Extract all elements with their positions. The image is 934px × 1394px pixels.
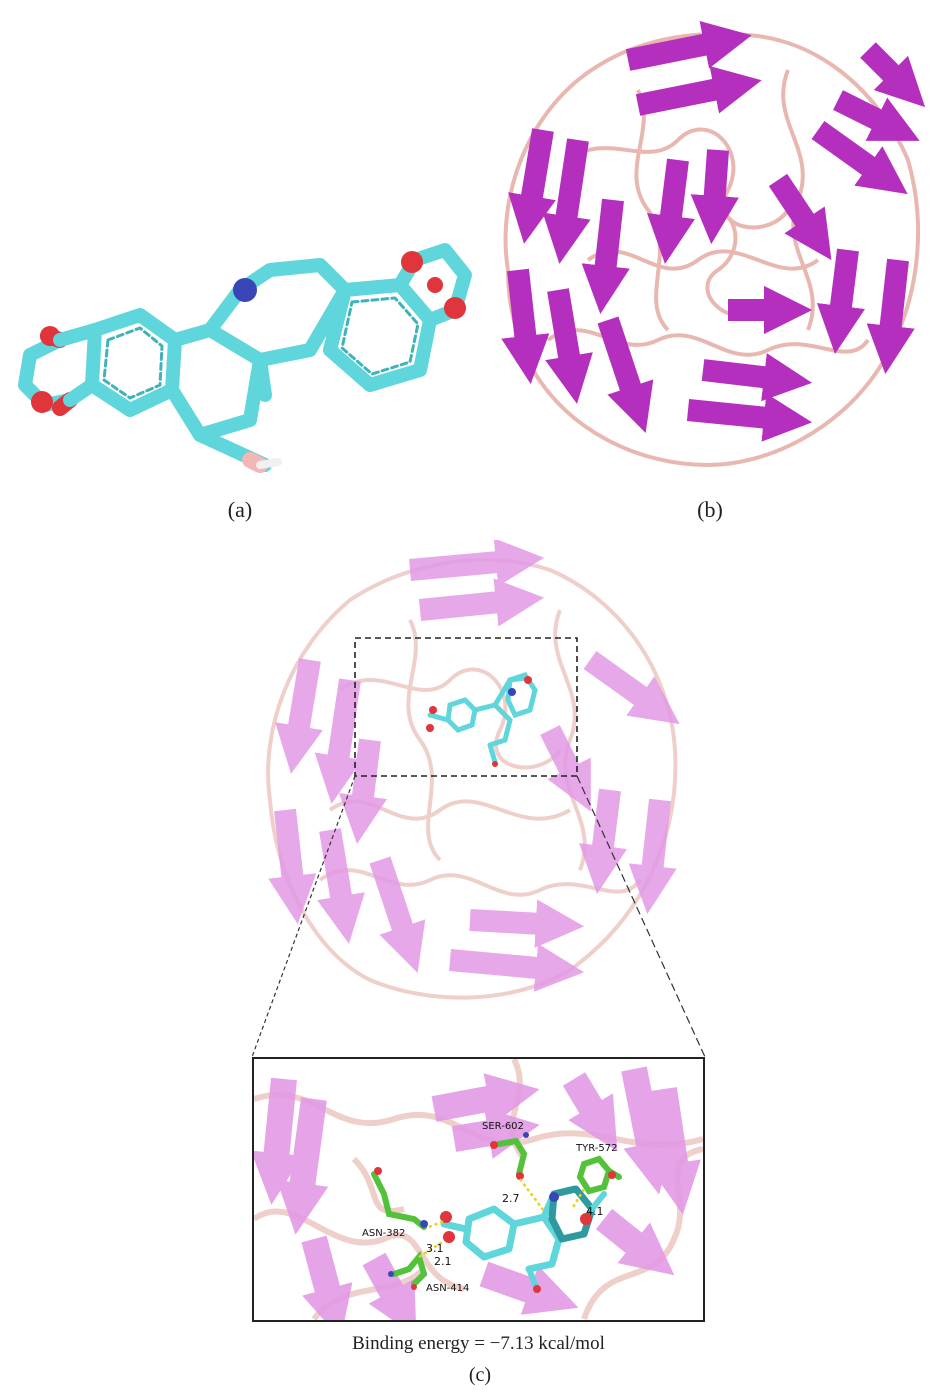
panel-b-protein (488, 10, 934, 480)
ligand-structure (18, 243, 472, 473)
residue-ser-602 (496, 1137, 528, 1177)
residue-asn-382 (371, 1171, 427, 1230)
docking-overview (266, 538, 680, 1000)
hydrogen-bonds (418, 1178, 586, 1259)
panel-c-binding-site: SER-602 TYR-572 ASN-382 ASN-414 2.7 4.1 … (252, 1057, 705, 1322)
label-tyr-572: TYR-572 (575, 1143, 617, 1154)
caption-a: (a) (227, 497, 253, 522)
distance-asn-414: 2.1 (434, 1255, 452, 1268)
distance-ser-602: 2.7 (502, 1192, 520, 1205)
nitrogen-atom (233, 278, 257, 302)
distance-asn-382: 3.1 (426, 1242, 444, 1255)
label-asn-382: ASN-382 (362, 1228, 405, 1239)
beta-sheets (501, 21, 926, 442)
left-dioxole-ring (18, 333, 77, 412)
panel-c-docking-overview (250, 538, 690, 1020)
label-asn-414: ASN-414 (426, 1283, 469, 1294)
docked-ligand (427, 672, 538, 765)
protein-cartoon (501, 21, 926, 468)
binding-energy-text: Binding energy = −7.13 kcal/mol (352, 1333, 605, 1354)
label-ser-602: SER-602 (482, 1121, 524, 1132)
zoom-region-box (354, 637, 578, 777)
binding-site-detail: SER-602 TYR-572 ASN-382 ASN-414 2.7 4.1 … (254, 1059, 703, 1320)
loop-coils (503, 31, 920, 468)
zoom-beta-sheets (254, 1066, 701, 1320)
caption-c: (c) (468, 1364, 492, 1386)
faded-beta-sheets (268, 538, 680, 992)
distance-tyr-572: 4.1 (586, 1205, 604, 1218)
caption-b: (b) (697, 497, 723, 522)
zoom-ligand (440, 1185, 607, 1290)
panel-a-ligand (0, 190, 480, 490)
